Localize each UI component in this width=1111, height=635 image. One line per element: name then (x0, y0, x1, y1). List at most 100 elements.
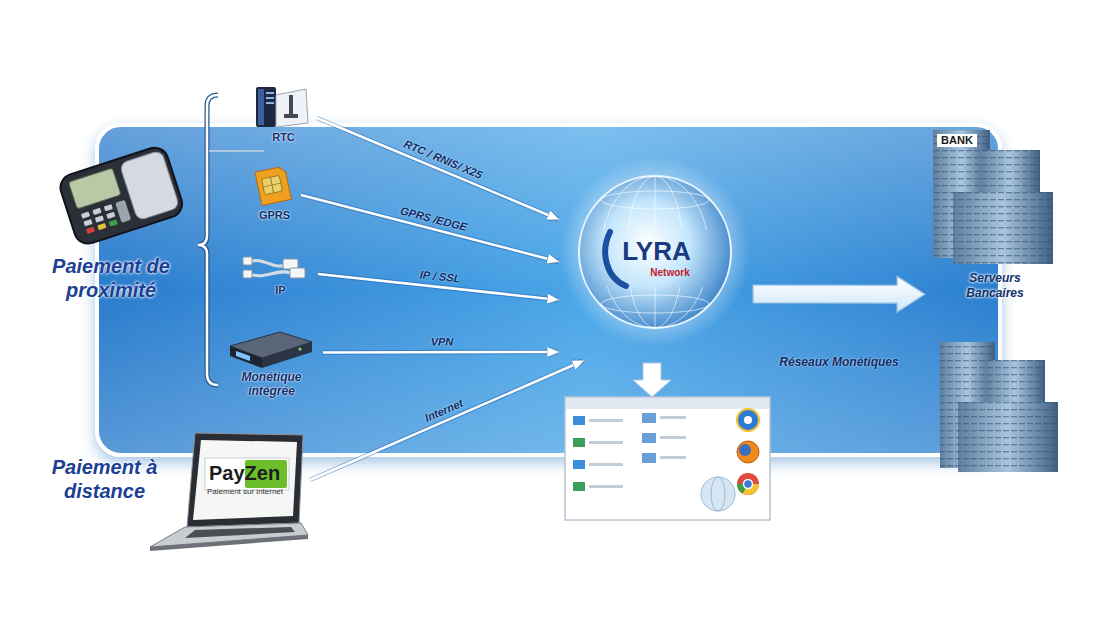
illustration-part (660, 436, 686, 439)
illustration-part (958, 402, 1058, 472)
illustration-part (57, 144, 186, 247)
illustration-part (97, 223, 106, 230)
illustration-part (262, 175, 283, 194)
illustration-part (565, 397, 770, 520)
bank-building (940, 342, 1058, 472)
illustration-part (642, 433, 656, 443)
illustration-part (737, 473, 759, 495)
illustration-part (266, 92, 274, 94)
illustration-part (198, 95, 218, 385)
gprs-node: GPRS (248, 165, 301, 225)
illustration-part (958, 402, 1058, 472)
illustration-part (258, 89, 264, 125)
sim-card-icon (255, 166, 291, 205)
node-title: GPRS (248, 209, 301, 222)
illustration-part (236, 351, 250, 361)
illustration-part (573, 416, 585, 425)
illustration-part (642, 453, 656, 463)
payzen-laptop: PayZenPaiement sur internet (145, 425, 310, 550)
connector-shadow (323, 350, 560, 355)
illustration-part (589, 485, 623, 488)
illustration-part (737, 441, 759, 463)
connector-shadow (310, 360, 585, 480)
illustration-part (737, 409, 759, 431)
connector-line (301, 195, 560, 262)
illustration-part (573, 438, 585, 447)
bank-servers: BANKServeurs Bancaires (925, 128, 1065, 303)
illustration-part (573, 460, 585, 469)
connector-arrow (323, 352, 560, 353)
connector-line (323, 351, 560, 354)
illustration-part (249, 272, 291, 276)
illustration-part (601, 295, 709, 313)
illustration-part (633, 363, 671, 397)
payment-terminal (57, 144, 186, 247)
illustration-part (266, 102, 274, 104)
connector-shadow (301, 195, 560, 262)
illustration-part (193, 440, 297, 520)
connector-arrow (301, 195, 560, 262)
illustration-part (95, 215, 104, 222)
illustration-part (69, 168, 121, 209)
illustration-part (230, 346, 262, 368)
illustration-part (243, 270, 252, 278)
illustration-part (298, 347, 301, 350)
section-heading: Paiement de proximité (22, 254, 200, 302)
ip-node: IP (243, 248, 318, 300)
illustration-part (953, 192, 1053, 264)
illustration-part (150, 535, 308, 551)
illustration-part (262, 342, 312, 368)
connector-line (310, 360, 585, 480)
illustration-part (601, 191, 709, 209)
illustration-part (573, 482, 585, 491)
connector-label: Réseaux Monétiques (779, 355, 898, 369)
illustration-part (744, 416, 752, 424)
illustration-part (109, 219, 118, 226)
illustration-part (589, 463, 623, 466)
connector-line (317, 118, 560, 220)
illustration-part (290, 268, 305, 278)
illustration-part (99, 127, 998, 453)
illustration-part (97, 125, 1000, 455)
node-subtitle: Network (590, 267, 750, 279)
illustration-part (263, 183, 281, 187)
illustration-part (589, 441, 623, 444)
illustration-part (276, 89, 308, 127)
lyra-network-globe: LYRANetwork (560, 160, 753, 360)
down-arrow (633, 363, 671, 397)
rtc-node: RTC (250, 85, 317, 151)
illustration-part (256, 87, 276, 127)
node-subtitle: Serveurs Bancaires (953, 271, 1037, 300)
node-title: IP (243, 284, 318, 297)
connector-arrow (310, 360, 585, 480)
illustration-part (185, 527, 295, 538)
illustration-part (86, 227, 95, 234)
integrated-device-icon (230, 332, 312, 368)
node-title: LYRA (560, 236, 753, 267)
illustration-part (266, 97, 274, 99)
laptop-icon (150, 433, 308, 551)
illustration-part (205, 458, 289, 490)
illustration-part (660, 456, 686, 459)
illustration-part (209, 150, 264, 152)
bank-building (933, 130, 1053, 264)
illustration-part (284, 114, 298, 118)
illustration-part (249, 260, 285, 266)
block-arrow-shape (753, 276, 925, 312)
illustration-part (953, 192, 1053, 264)
connector-shadow (317, 118, 560, 220)
illustration-part (106, 212, 115, 219)
connector-arrow (317, 118, 560, 220)
section-heading: Paiement à distance (22, 455, 187, 503)
node-subtitle: Paiement sur internet (207, 487, 291, 497)
illustration-part (744, 480, 753, 489)
illustration-part (711, 477, 725, 511)
illustration-part (92, 208, 101, 215)
blue-panel (97, 125, 1000, 455)
illustration-part (642, 413, 656, 423)
node-title: PayZen (209, 461, 287, 485)
illustration-part (243, 257, 252, 265)
network-cable-icon (243, 257, 305, 278)
connector-label: VPN (430, 336, 453, 349)
